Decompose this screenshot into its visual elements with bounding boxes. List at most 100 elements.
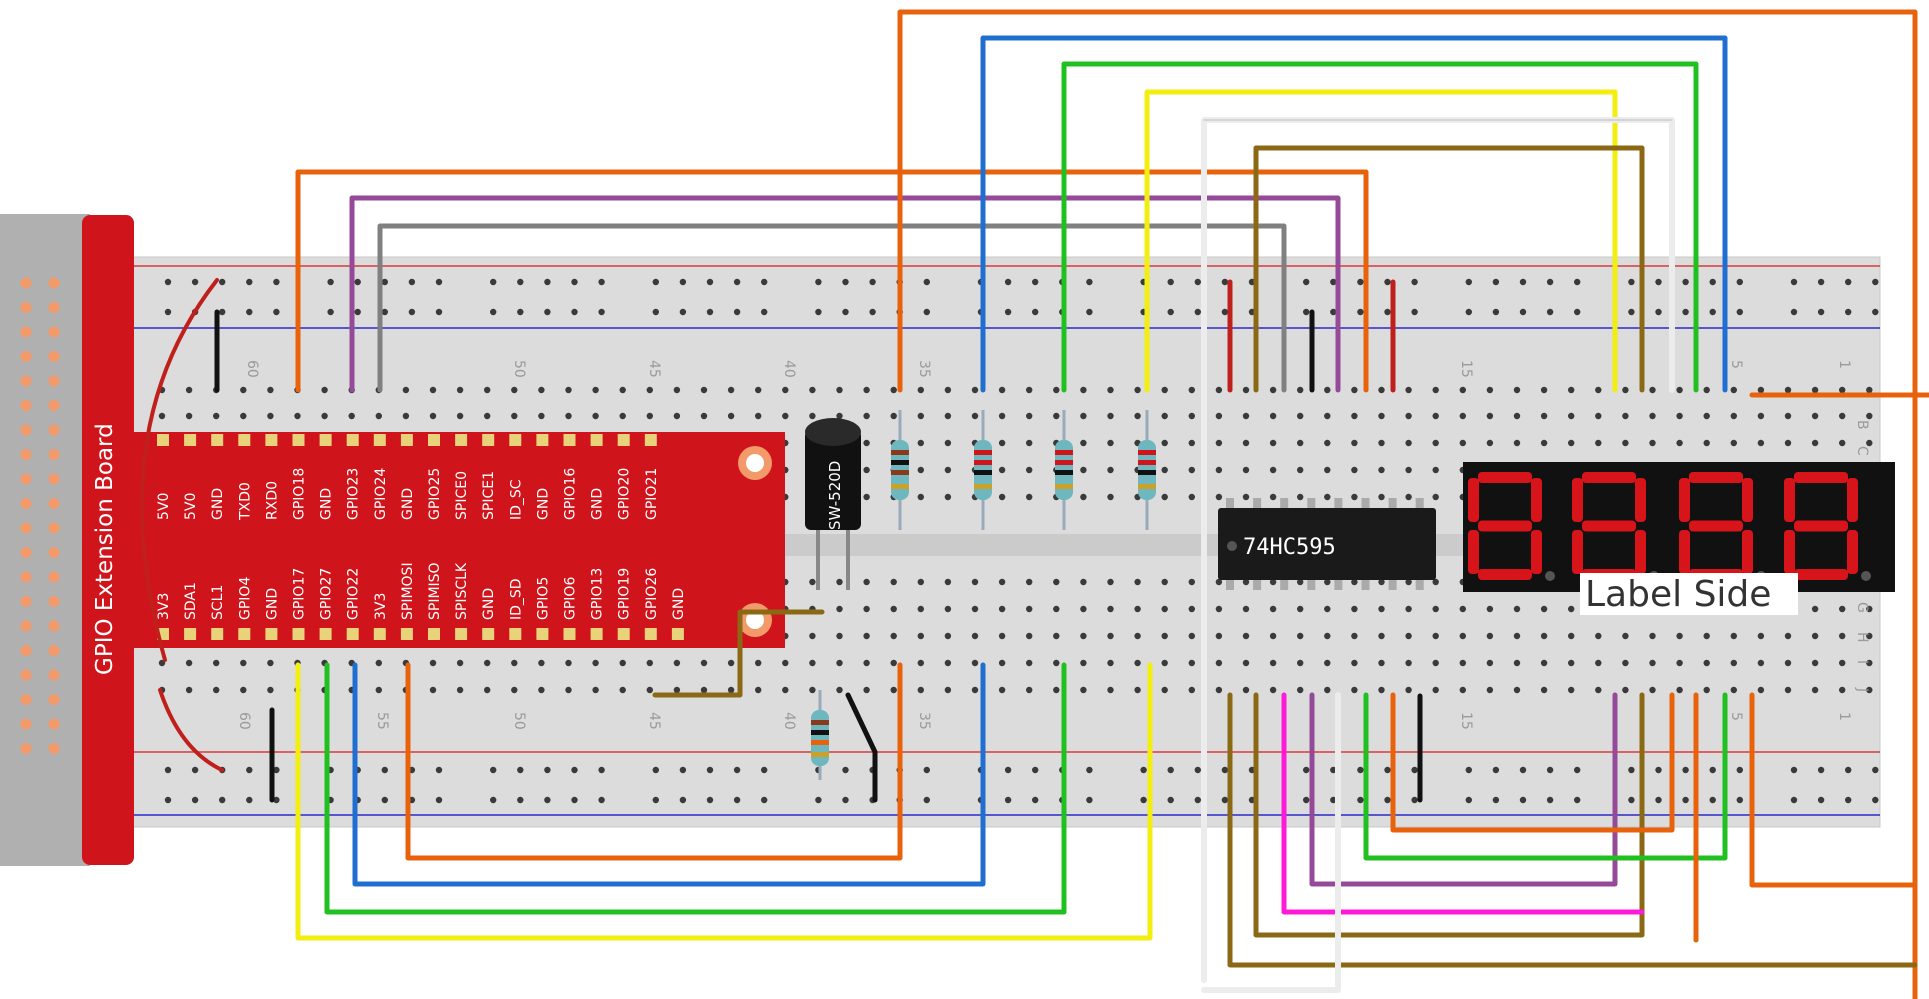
bb-hole xyxy=(917,578,924,586)
rail-hole xyxy=(1221,278,1229,286)
rail-hole xyxy=(1140,766,1147,774)
wire-brown-long xyxy=(1253,145,1645,393)
bb-hole xyxy=(1378,493,1385,501)
bb-hole xyxy=(673,412,681,420)
col-label: 55 xyxy=(374,712,390,730)
bb-hole xyxy=(240,686,247,694)
pin-label-top: TXD0 xyxy=(237,482,253,521)
bb-hole xyxy=(1486,605,1494,613)
chip-pin xyxy=(1253,498,1262,510)
rail-hole xyxy=(1384,278,1391,286)
pin-label-bottom: ID_SD xyxy=(508,578,524,620)
bb-hole xyxy=(944,386,952,394)
bb-hole xyxy=(1026,493,1033,501)
header-pin xyxy=(48,743,60,754)
bb-hole xyxy=(402,386,410,394)
chip-pin xyxy=(1388,498,1397,510)
rail-hole xyxy=(1709,308,1716,316)
bb-hole xyxy=(1405,578,1412,586)
bb-hole xyxy=(1595,659,1602,667)
bb-hole xyxy=(998,659,1006,667)
bb-hole xyxy=(429,412,437,420)
segment xyxy=(1572,478,1583,522)
bb-hole xyxy=(1784,659,1792,667)
segment xyxy=(1531,530,1542,574)
segment xyxy=(1689,520,1743,532)
bb-hole xyxy=(429,686,437,694)
bb-hole xyxy=(890,578,897,586)
row-letters: B C G H I J xyxy=(1854,420,1870,692)
bb-hole xyxy=(1784,686,1792,694)
bb-hole xyxy=(1622,386,1629,394)
col-label: 1 xyxy=(1836,712,1852,721)
wires xyxy=(139,9,1929,999)
bb-hole xyxy=(1595,386,1602,394)
bb-hole xyxy=(863,605,870,613)
digit xyxy=(1468,472,1555,581)
bb-hole xyxy=(863,439,870,447)
bb-hole xyxy=(1134,632,1141,640)
rail-hole xyxy=(191,278,199,286)
bb-hole xyxy=(1459,386,1467,394)
wire-white-bottom xyxy=(1201,692,1341,993)
bb-hole xyxy=(1134,686,1141,694)
bb-hole xyxy=(1026,605,1033,613)
pin-label-top: GPIO21 xyxy=(644,468,660,520)
rail-hole xyxy=(1411,278,1418,286)
bb-hole xyxy=(1676,632,1683,640)
bb-hole xyxy=(1188,659,1196,667)
bb-hole xyxy=(185,686,193,694)
chip-pin xyxy=(1253,578,1262,590)
wire-gray-gpio24 xyxy=(377,223,1287,393)
bb-hole xyxy=(1811,605,1819,613)
gpio-pin xyxy=(644,434,657,446)
rail-hole xyxy=(246,278,253,286)
col-label: 1 xyxy=(1836,360,1852,369)
wire-orange-right xyxy=(1749,392,1929,398)
header-pin xyxy=(48,645,60,656)
bb-hole xyxy=(1188,578,1196,586)
bb-hole xyxy=(1866,439,1873,447)
bb-hole xyxy=(1568,412,1575,420)
bb-hole xyxy=(971,686,979,694)
rail-hole xyxy=(1330,278,1337,286)
bb-hole xyxy=(971,578,979,586)
pin-label-bottom: GPIO13 xyxy=(590,568,606,620)
bb-hole xyxy=(1297,386,1304,394)
resistor xyxy=(811,690,829,780)
wire-brown-bottom xyxy=(1227,692,1918,968)
rail-hole xyxy=(273,278,280,286)
header-pin xyxy=(20,277,32,289)
pin-label-top: GPIO20 xyxy=(617,468,633,520)
wire-blue-long xyxy=(980,35,1728,393)
bb-hole xyxy=(1161,686,1168,694)
bb-hole xyxy=(998,686,1006,694)
rail-hole xyxy=(1574,766,1581,774)
bb-hole xyxy=(456,412,464,420)
gpio-pin xyxy=(536,628,549,640)
bb-hole xyxy=(1107,439,1114,447)
bb-hole xyxy=(592,659,599,667)
rail-hole xyxy=(652,766,659,774)
resistor xyxy=(1055,410,1073,530)
bb-hole xyxy=(1459,412,1467,420)
bb-hole xyxy=(511,386,518,394)
header-pin xyxy=(20,351,32,362)
bb-hole xyxy=(1513,659,1521,667)
rail-hole xyxy=(1628,278,1635,286)
segment xyxy=(1784,478,1795,522)
bb-hole xyxy=(1595,439,1602,447)
rail-hole xyxy=(1492,308,1500,316)
ribbon-header-pins xyxy=(20,277,60,754)
rail-hole xyxy=(1709,278,1716,286)
bb-hole xyxy=(565,659,572,667)
bb-hole xyxy=(1757,632,1765,640)
wire-orange-bottom xyxy=(1390,692,1675,833)
rail-hole xyxy=(815,308,822,316)
rail-hole xyxy=(408,308,416,316)
rail-hole xyxy=(1004,766,1012,774)
rail-hole xyxy=(1492,796,1500,804)
bb-hole xyxy=(944,659,952,667)
bb-hole xyxy=(1676,412,1683,420)
